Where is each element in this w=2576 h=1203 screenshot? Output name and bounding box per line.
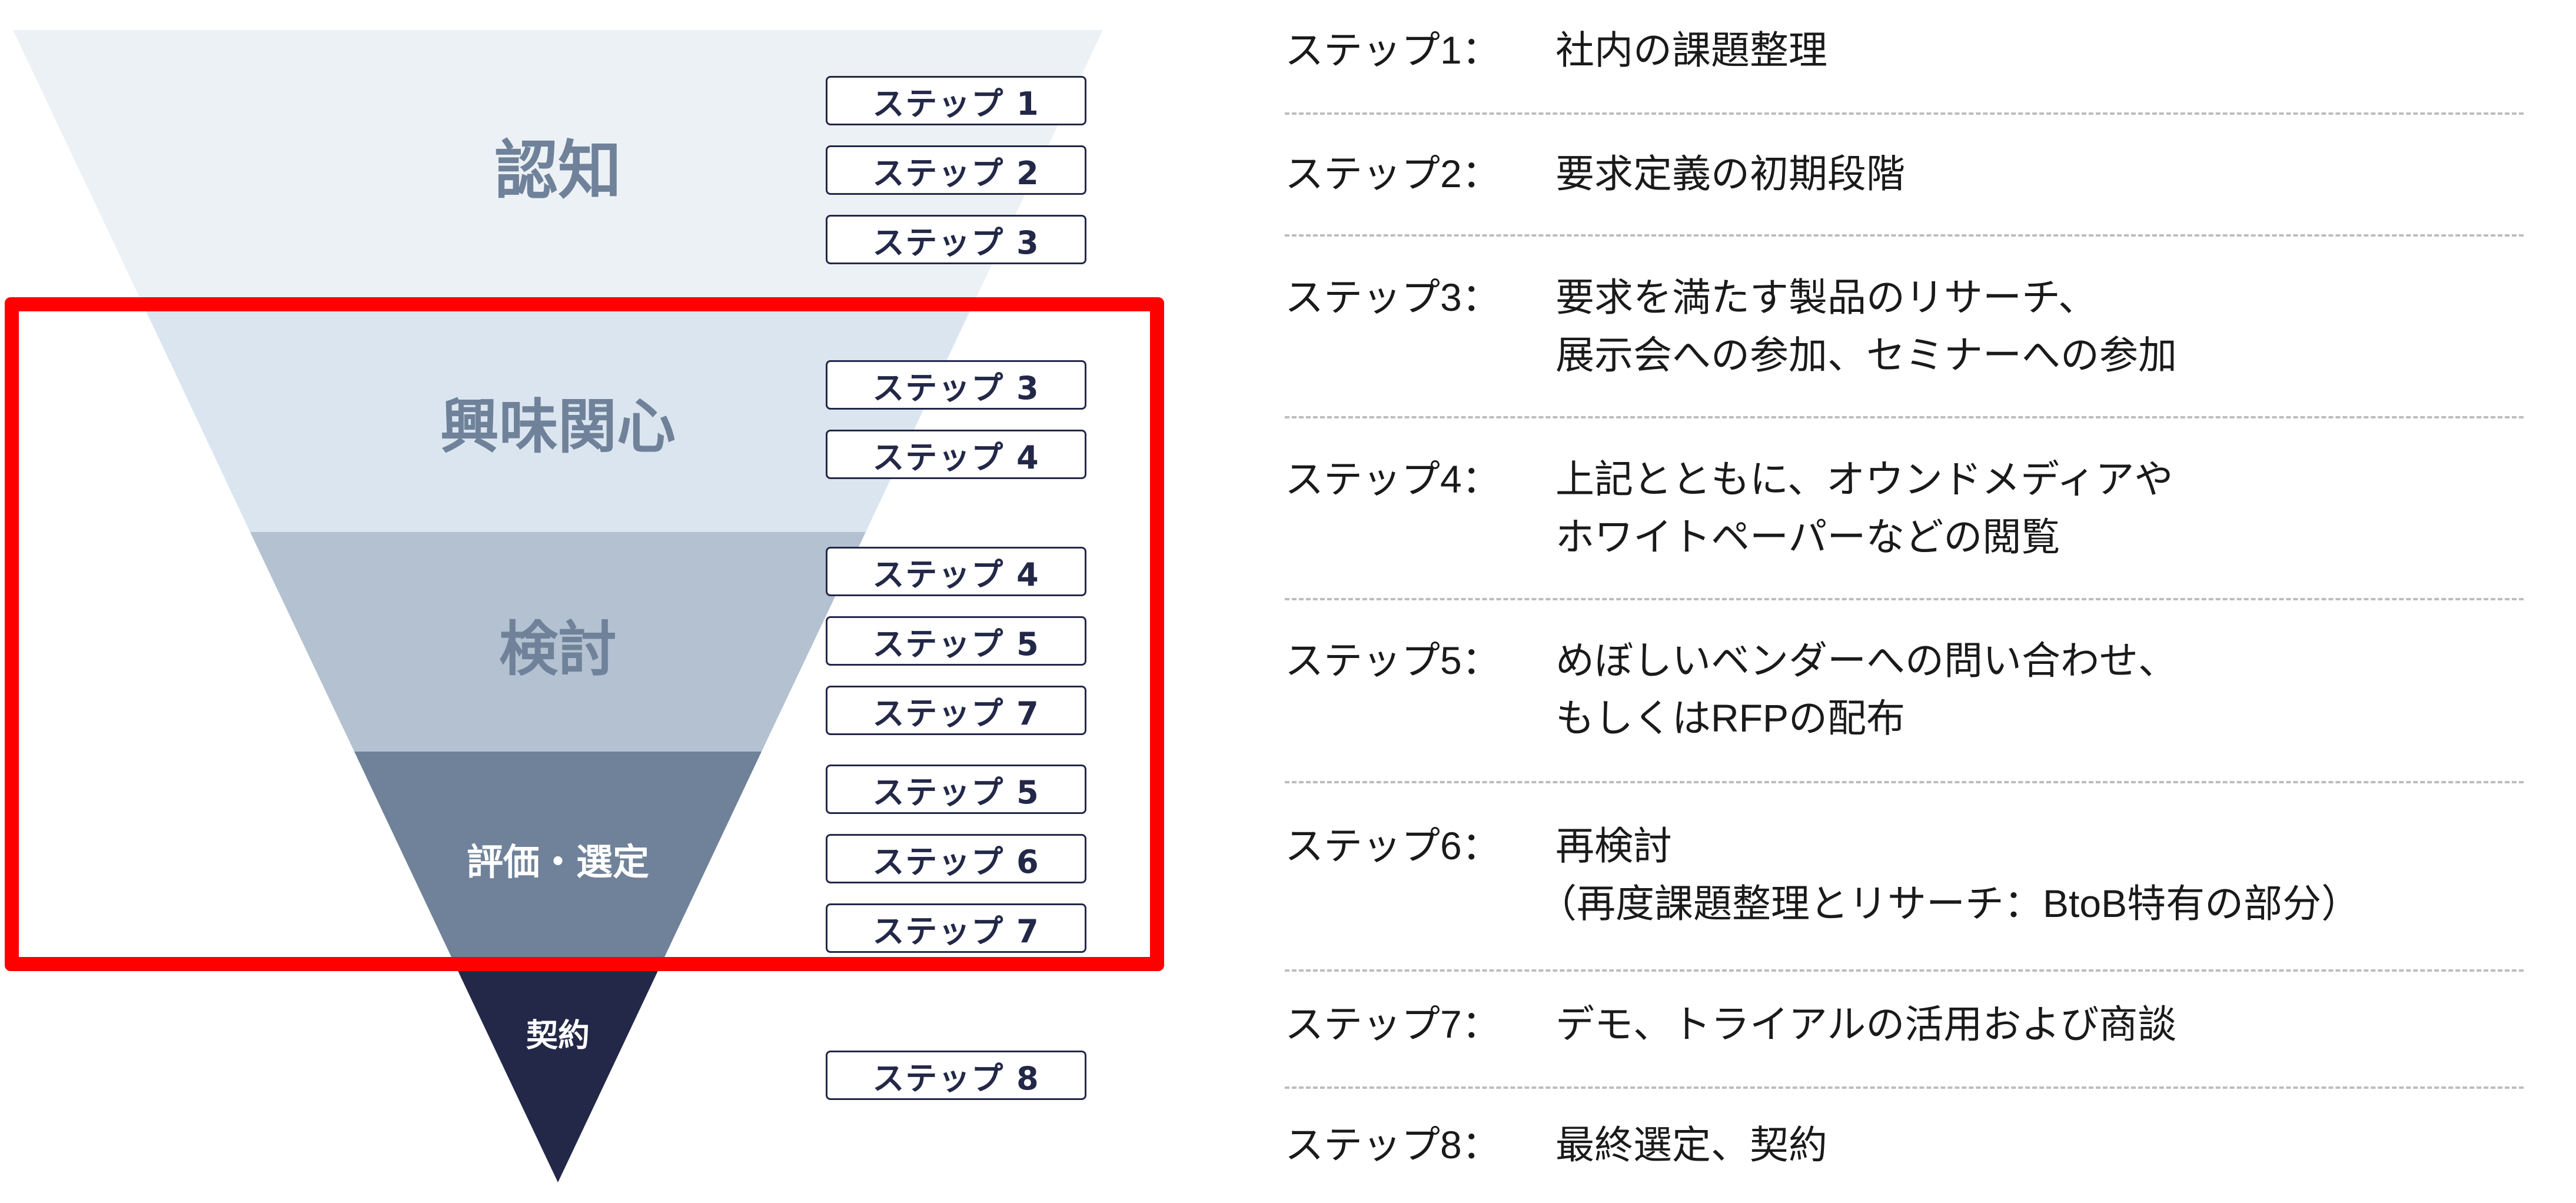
- step-heading: ステップ8：: [1285, 1123, 1501, 1167]
- divider: [1285, 416, 2524, 418]
- step-description-1: ステップ1： 社内の課題整理: [1285, 21, 1827, 79]
- step-description-3: ステップ3： 要求を満たす製品のリサーチ、展示会への参加、セミナーへの参加: [1285, 268, 2177, 384]
- step-heading: ステップ6：: [1285, 824, 1501, 868]
- step-badge: ステップ 8: [826, 1051, 1086, 1100]
- step-description-6: ステップ6： 再検討 （再度課題整理とリサーチ：BtoB特有の部分）: [1285, 817, 2360, 932]
- step-text: ホワイトペーパーなどの閲覧: [1555, 515, 2060, 559]
- step-badge: ステップ 3: [826, 360, 1086, 410]
- step-heading: ステップ5：: [1285, 639, 1501, 682]
- step-description-2: ステップ2： 要求定義の初期段階: [1285, 145, 1905, 202]
- step-heading: ステップ3：: [1285, 275, 1501, 319]
- step-text: デモ、トライアルの活用および商談: [1555, 1002, 2177, 1046]
- highlight-frame: [5, 297, 1164, 971]
- step-badge: ステップ 1: [826, 76, 1086, 125]
- step-text: 上記とともに、オウンドメディアや: [1555, 457, 2173, 501]
- stage-label-awareness: 認知: [494, 134, 622, 208]
- funnel-band-evaluation: [354, 752, 762, 966]
- stage-label-interest: 興味関心: [440, 392, 676, 461]
- funnel-band-interest: [139, 297, 976, 532]
- step-text: 要求を満たす製品のリサーチ、: [1555, 275, 2098, 319]
- step-text: 社内の課題整理: [1555, 28, 1827, 72]
- step-description-4: ステップ4： 上記とともに、オウンドメディアやホワイトペーパーなどの閲覧: [1285, 450, 2173, 566]
- divider: [1285, 234, 2524, 237]
- step-heading: ステップ4：: [1285, 457, 1501, 501]
- step-text: めぼしいベンダーへの問い合わせ、: [1555, 639, 2177, 682]
- step-badge: ステップ 7: [826, 903, 1086, 953]
- step-text: 最終選定、契約: [1555, 1123, 1827, 1167]
- step-badge: ステップ 7: [826, 686, 1086, 735]
- funnel-band-contract: [456, 966, 660, 1182]
- step-badge: ステップ 5: [826, 765, 1086, 814]
- funnel-band-consideration: [250, 532, 866, 752]
- step-heading: ステップ2：: [1285, 152, 1501, 195]
- stage-label-contract: 契約: [526, 1016, 590, 1054]
- divider: [1285, 781, 2524, 783]
- divider: [1285, 1086, 2524, 1089]
- stage-label-evaluation: 評価・選定: [466, 840, 650, 883]
- step-badge: ステップ 4: [826, 547, 1086, 596]
- step-text: （再度課題整理とリサーチ：BtoB特有の部分）: [1538, 882, 2361, 925]
- step-text: 展示会への参加、セミナーへの参加: [1555, 333, 2177, 377]
- step-description-7: ステップ7： デモ、トライアルの活用および商談: [1285, 995, 2176, 1053]
- step-heading: ステップ7：: [1285, 1002, 1501, 1046]
- step-badge: ステップ 6: [826, 834, 1086, 883]
- divider: [1285, 112, 2524, 115]
- step-badge: ステップ 4: [826, 430, 1086, 479]
- step-description-8: ステップ8： 最終選定、契約: [1285, 1116, 1827, 1174]
- step-badge: ステップ 2: [826, 145, 1086, 195]
- step-text: 要求定義の初期段階: [1555, 152, 1905, 195]
- step-badge: ステップ 5: [826, 616, 1086, 666]
- divider: [1285, 598, 2524, 600]
- stage-label-consideration: 検討: [499, 614, 617, 684]
- step-heading: ステップ1：: [1285, 28, 1501, 72]
- divider: [1285, 969, 2524, 972]
- step-text: もしくはRFPの配布: [1555, 696, 1905, 740]
- step-text: 再検討: [1555, 824, 1672, 868]
- step-badge: ステップ 3: [826, 215, 1086, 264]
- step-description-5: ステップ5： めぼしいベンダーへの問い合わせ、もしくはRFPの配布: [1285, 632, 2177, 747]
